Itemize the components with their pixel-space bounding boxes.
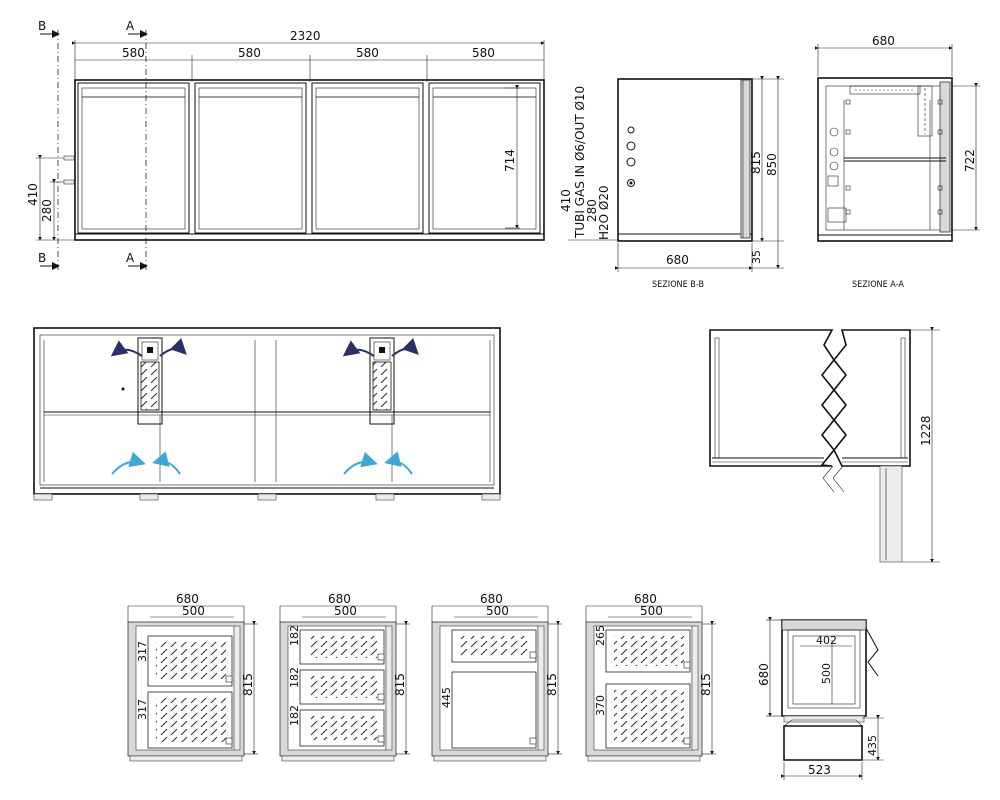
- drawer-compartment: [451, 671, 537, 749]
- dim-680-aa: 680: [872, 34, 895, 48]
- dim-1228: 1228: [919, 415, 933, 446]
- dim-815-bb: 815: [749, 151, 763, 174]
- plan-unit-left: [110, 337, 187, 475]
- drawer-view-inner-width: 500: [334, 604, 357, 618]
- drawer-compartment-height: 182: [288, 667, 301, 688]
- vent-pattern: [308, 676, 378, 698]
- dim-680-bb: 680: [666, 253, 689, 267]
- dim-680-detail: 680: [757, 663, 771, 686]
- vent-pattern: [308, 716, 378, 740]
- section-a-bottom: A: [126, 251, 135, 265]
- drawer-view-inner-width: 500: [182, 604, 205, 618]
- vent-pattern: [156, 698, 226, 742]
- plan-view: [33, 327, 501, 501]
- dim-module-1: 580: [122, 46, 145, 60]
- drawer-view-width: 680: [328, 592, 351, 606]
- dim-280-front: 280: [40, 199, 54, 222]
- vent-pattern: [614, 690, 684, 742]
- dim-722: 722: [963, 149, 977, 172]
- section-b-top: B: [38, 19, 46, 33]
- section-a-top: A: [126, 19, 135, 33]
- drawer-view-height: 815: [699, 673, 713, 696]
- vent-pattern: [614, 636, 684, 666]
- drawer-view-height: 815: [545, 673, 559, 696]
- dim-500-detail: 500: [820, 663, 833, 684]
- dim-523: 523: [808, 763, 831, 777]
- vent-pattern: [308, 636, 378, 658]
- front-view: B B A A 2320 580 580 580 580: [26, 19, 545, 270]
- dim-module-4: 580: [472, 46, 495, 60]
- drawer-compartment-height: 317: [136, 699, 149, 720]
- front-doors: [77, 82, 541, 234]
- vent-pattern: [156, 642, 226, 680]
- drawer-view-inner-width: 500: [640, 604, 663, 618]
- dim-280-side: 280: [585, 199, 599, 222]
- vent-pattern: [460, 636, 530, 656]
- drawer-view-height: 815: [241, 673, 255, 696]
- drawer-view-height: 815: [393, 673, 407, 696]
- dim-410-side: 410: [559, 189, 573, 212]
- dim-435: 435: [866, 735, 879, 756]
- section-b-bottom: B: [38, 251, 46, 265]
- drawer-view-width: 680: [480, 592, 503, 606]
- dim-714: 714: [503, 149, 517, 172]
- dim-410-front: 410: [26, 183, 40, 206]
- drawer-view-width: 680: [634, 592, 657, 606]
- caption-section-aa: SEZIONE A-A: [852, 280, 904, 290]
- aa-evaporator: [849, 85, 933, 137]
- drawer-compartment-height: 182: [288, 705, 301, 726]
- section-bb-view: TUBI GAS IN Ø6/OUT Ø10 H2O Ø20 410 280 6…: [559, 76, 784, 290]
- drawer-detail-view: 680 402 500 435 523: [757, 617, 884, 780]
- drawer-configurations: 6805003173178156805001821821828156805004…: [127, 592, 716, 762]
- drawer-compartment-height: 445: [440, 687, 453, 708]
- dim-overall-width: 2320: [290, 29, 321, 43]
- dim-35-bb: 35: [750, 250, 763, 264]
- plan-unit-right: [342, 337, 419, 475]
- dim-850-bb: 850: [765, 153, 779, 176]
- drawer-compartment-height: 317: [136, 641, 149, 662]
- note-h2o: H2O Ø20: [597, 185, 611, 240]
- note-gas-pipes: TUBI GAS IN Ø6/OUT Ø10: [573, 86, 587, 239]
- drawer-view-inner-width: 500: [486, 604, 509, 618]
- drawer-compartment-height: 370: [594, 695, 607, 716]
- caption-section-bb: SEZIONE B-B: [652, 280, 704, 290]
- extension-side-view: 1228: [709, 327, 940, 563]
- dim-402: 402: [816, 634, 837, 647]
- drawer-view-width: 680: [176, 592, 199, 606]
- drawer-compartment-height: 182: [288, 625, 301, 646]
- dim-module-3: 580: [356, 46, 379, 60]
- section-aa-view: 680 722 SEZIONE A-A: [815, 34, 980, 290]
- dim-module-2: 580: [238, 46, 261, 60]
- drawer-compartment-height: 265: [594, 625, 607, 646]
